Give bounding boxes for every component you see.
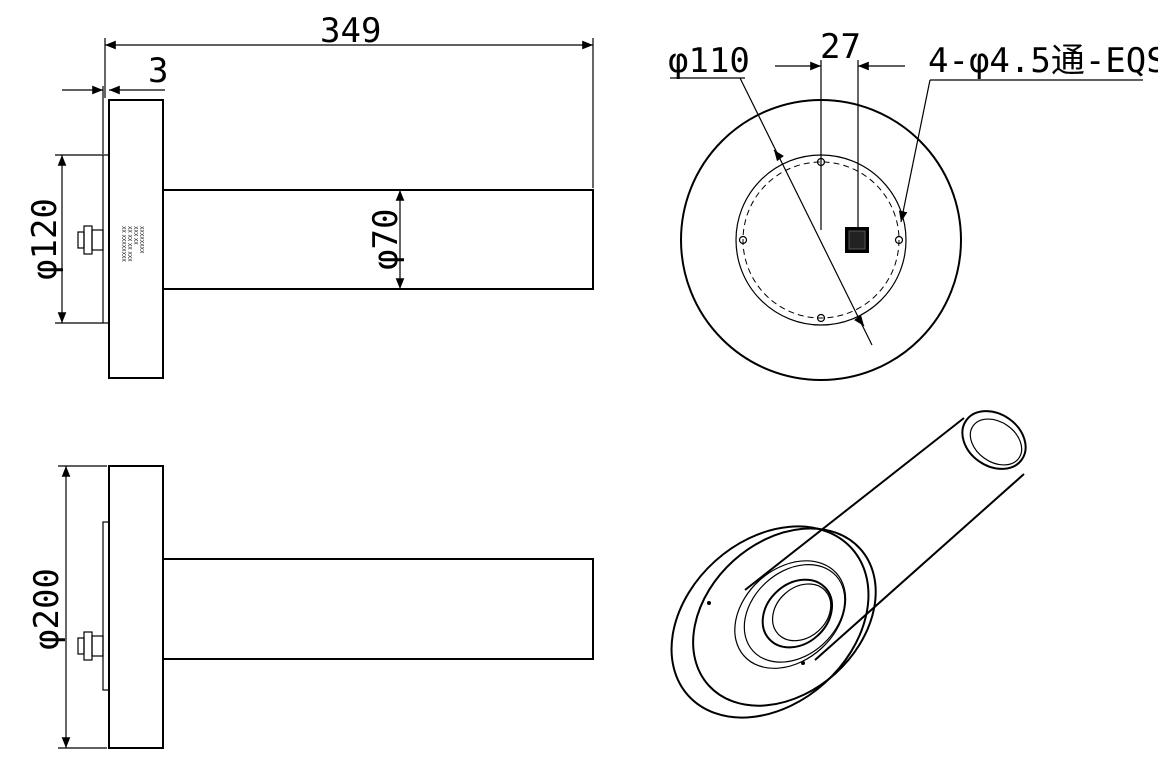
slot-width-dim: 27: [820, 27, 861, 67]
end-view: φ110 27 4-φ4.5通-EQS: [668, 27, 1158, 381]
bolt-hole: [738, 235, 748, 245]
bolt-circle: [742, 161, 900, 319]
flange-thickness-dim: 3: [148, 51, 168, 91]
tube-body: [162, 189, 594, 290]
svg-text:XX XXXXXXXX: XX XXXXXXXX: [120, 226, 126, 262]
connector-icon: [77, 225, 104, 255]
svg-text:XX XX XX XXX: XX XX XX XXX: [126, 226, 132, 262]
tube-diameter-dim: φ70: [366, 209, 406, 270]
connector-icon: [77, 631, 104, 661]
holes-note: 4-φ4.5通-EQS: [928, 41, 1158, 81]
bolt-circle-dim: φ110: [668, 41, 750, 81]
svg-text:XXX XX: XXX XX: [132, 226, 138, 245]
tube-end: [961, 410, 1027, 470]
boss-diameter-dim: φ120: [25, 198, 65, 280]
bolt-hole: [816, 313, 826, 323]
boss-plate: [102, 521, 110, 691]
front-view: XXXXXXXX XXX XX XX XX XX XXX XX XXXXXXXX…: [25, 11, 594, 379]
overall-length-dim: 349: [320, 11, 381, 51]
label-plate-text: XXXXXXXX XXX XX XX XX XX XXX XX XXXXXXXX: [120, 226, 144, 262]
isometric-view: [670, 410, 1027, 719]
flange-diameter-dim: φ200: [27, 568, 67, 650]
bolt-hole: [894, 235, 904, 245]
top-view: φ200: [27, 465, 594, 749]
tube-body: [162, 558, 594, 660]
flange-section: [108, 465, 164, 749]
svg-text:XXXXXXXX: XXXXXXXX: [138, 226, 144, 254]
